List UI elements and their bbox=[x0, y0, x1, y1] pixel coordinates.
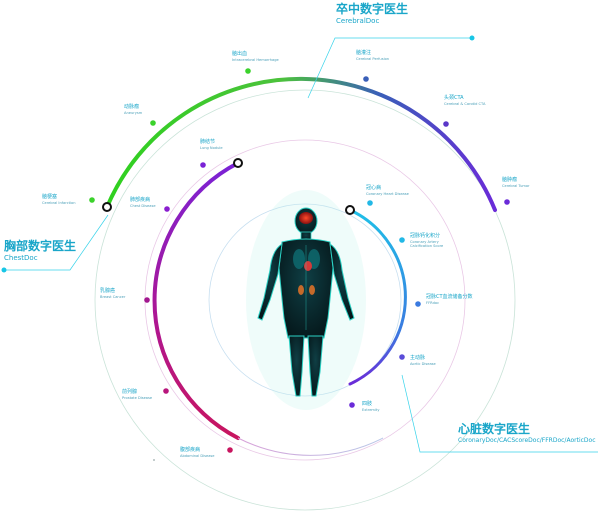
node-label-aneurysm-zh: 动脉瘤 bbox=[124, 104, 140, 110]
node-label-ich-en: Intracerebral Hemorrhage bbox=[232, 58, 279, 62]
node-label-tumor-zh: 脑肿瘤 bbox=[502, 177, 518, 183]
node-dot-infarct[interactable] bbox=[89, 197, 95, 203]
node-dot-breast[interactable] bbox=[144, 297, 150, 303]
node-label-ich-zh: 脑出血 bbox=[232, 51, 248, 57]
node-dot-cac[interactable] bbox=[399, 237, 405, 243]
node-label-extrem-en: Extremity bbox=[362, 408, 380, 412]
node-label-cta-en: Cerebral & Carotid CTA bbox=[444, 102, 486, 106]
outer-arc bbox=[105, 76, 497, 212]
node-dot-nodule[interactable] bbox=[200, 162, 206, 168]
node-label-tumor-en: Cerebral Tumor bbox=[502, 184, 530, 188]
cerebral-header-title: 卒中数字医生 bbox=[336, 2, 409, 16]
node-dot-extrem[interactable] bbox=[349, 402, 355, 408]
node-dot-cta[interactable] bbox=[443, 121, 449, 127]
node-label-ich[interactable]: 脑出血 Intracerebral Hemorrhage bbox=[232, 50, 279, 62]
node-label-heart-zh: 冠心病 bbox=[366, 185, 382, 191]
node-label-ffr-en: FFRdoc bbox=[426, 301, 440, 305]
node-label-nodule-en: Lung Nodule bbox=[200, 146, 223, 150]
node-label-heart[interactable]: 冠心病 Coronary Heart Disease bbox=[366, 184, 409, 196]
node-label-lung-disease[interactable]: 肺部疾病 Chest Disease bbox=[130, 196, 156, 208]
kidney-right-icon bbox=[309, 285, 315, 295]
node-label-abdomen-zh: 腹部疾病 bbox=[180, 447, 201, 453]
kidney-left-icon bbox=[298, 285, 304, 295]
body-right-arm bbox=[329, 243, 355, 321]
node-label-aortic[interactable]: 主动脉 Aortic Disease bbox=[410, 354, 436, 366]
cerebral-header: 卒中数字医生 CerebralDoc bbox=[336, 0, 408, 25]
node-dot-aortic[interactable] bbox=[399, 354, 405, 360]
brain-icon bbox=[299, 212, 313, 224]
chest-header: 胸部数字医生 ChestDoc bbox=[4, 237, 76, 262]
node-label-aortic-zh: 主动脉 bbox=[410, 355, 426, 361]
node-dot-ich[interactable] bbox=[245, 68, 251, 74]
node-label-nodule[interactable]: 肺结节 Lung Nodule bbox=[200, 138, 223, 150]
ring-end-dot bbox=[153, 459, 155, 461]
node-dot-prostate[interactable] bbox=[163, 388, 169, 394]
node-label-extrem-zh: 四肢 bbox=[362, 401, 373, 407]
middle-arc-tail bbox=[237, 437, 384, 456]
node-label-perfusion-en: Cerebral Perfusion bbox=[356, 57, 390, 61]
node-label-lung-disease-en: Chest Disease bbox=[130, 204, 156, 208]
middle-arc-end-marker bbox=[233, 158, 243, 168]
node-label-cac-zh: 冠脉钙化积分 bbox=[410, 233, 441, 239]
node-dot-aneurysm[interactable] bbox=[150, 120, 156, 126]
outer-ring-track bbox=[94, 89, 516, 511]
node-label-cta[interactable]: 头颈CTA Cerebral & Carotid CTA bbox=[444, 94, 485, 106]
node-label-aneurysm-en: Aneurysm bbox=[124, 111, 143, 115]
chest-leader-dot bbox=[1, 267, 7, 273]
node-label-prostate-en: Prostate Disease bbox=[122, 396, 153, 400]
node-label-abdomen[interactable]: 腹部疾病 Abdominal Disease bbox=[180, 446, 214, 458]
outer-arc-end-marker bbox=[102, 202, 112, 212]
node-label-breast-en: Breast Cancer bbox=[100, 295, 126, 299]
node-label-cac-en: Coronary Artery Calcification Score bbox=[410, 240, 444, 248]
chest-leader-line bbox=[4, 214, 109, 271]
inner-arc bbox=[348, 208, 407, 386]
cardiac-header-subtitle: CoronaryDoc/CACScoreDoc/FFRDoc/AorticDoc bbox=[458, 437, 596, 444]
human-body-figure bbox=[246, 190, 366, 410]
chest-header-title: 胸部数字医生 bbox=[4, 239, 77, 253]
cardiac-leader-line bbox=[401, 374, 598, 453]
node-label-ffr[interactable]: 冠脉CT血流储备分数 FFRdoc bbox=[426, 293, 473, 305]
node-label-infarct-zh: 脑梗塞 bbox=[42, 194, 58, 200]
node-dot-ffr[interactable] bbox=[415, 301, 421, 307]
node-dot-heart[interactable] bbox=[367, 200, 373, 206]
node-label-abdomen-en: Abdominal Disease bbox=[180, 454, 215, 458]
node-label-cac[interactable]: 冠脉钙化积分 Coronary Artery Calcification Sco… bbox=[410, 232, 456, 248]
node-dot-lung-disease[interactable] bbox=[164, 206, 170, 212]
inner-arc-end-marker bbox=[345, 205, 355, 215]
cerebral-header-subtitle: CerebralDoc bbox=[336, 17, 380, 25]
node-label-tumor[interactable]: 脑肿瘤 Cerebral Tumor bbox=[502, 176, 530, 188]
node-dot-abdomen[interactable] bbox=[227, 447, 233, 453]
chest-header-subtitle: ChestDoc bbox=[4, 254, 38, 262]
cardiac-header-title: 心脏数字医生 bbox=[458, 422, 531, 436]
cerebral-leader-line bbox=[307, 37, 470, 99]
body-left-arm bbox=[257, 243, 283, 321]
node-label-ffr-zh: 冠脉CT血流储备分数 bbox=[426, 294, 473, 300]
middle-arc bbox=[152, 161, 240, 440]
body-right-leg bbox=[307, 335, 324, 397]
node-label-aortic-en: Aortic Disease bbox=[410, 362, 436, 366]
cardiac-header: 心脏数字医生 CoronaryDoc/CACScoreDoc/FFRDoc/Ao… bbox=[458, 420, 596, 444]
node-label-infarct[interactable]: 脑梗塞 Cerebral Infarction bbox=[42, 193, 76, 205]
node-dot-tumor[interactable] bbox=[504, 199, 510, 205]
node-label-prostate-zh: 前列腺 bbox=[122, 389, 138, 395]
heart-icon bbox=[304, 261, 312, 271]
node-label-cta-zh: 头颈CTA bbox=[444, 95, 464, 101]
node-label-perfusion-zh: 脑灌注 bbox=[356, 50, 372, 56]
node-label-breast-zh: 乳腺癌 bbox=[100, 288, 116, 294]
node-label-heart-en: Coronary Heart Disease bbox=[366, 192, 409, 196]
inner-ring-track bbox=[208, 203, 402, 397]
node-label-extrem[interactable]: 四肢 Extremity bbox=[362, 400, 379, 412]
node-label-aneurysm[interactable]: 动脉瘤 Aneurysm bbox=[124, 103, 142, 115]
node-label-nodule-zh: 肺结节 bbox=[200, 139, 216, 145]
node-label-breast[interactable]: 乳腺癌 Breast Cancer bbox=[100, 287, 125, 299]
cerebral-leader-dot bbox=[469, 35, 475, 41]
node-label-prostate[interactable]: 前列腺 Prostate Disease bbox=[122, 388, 152, 400]
lung-left-icon bbox=[293, 249, 305, 269]
node-label-infarct-en: Cerebral Infarction bbox=[42, 201, 76, 205]
node-label-perfusion[interactable]: 脑灌注 Cerebral Perfusion bbox=[356, 49, 389, 61]
node-label-lung-disease-zh: 肺部疾病 bbox=[130, 197, 151, 203]
node-dot-perfusion[interactable] bbox=[363, 76, 369, 82]
body-left-leg bbox=[288, 335, 305, 397]
